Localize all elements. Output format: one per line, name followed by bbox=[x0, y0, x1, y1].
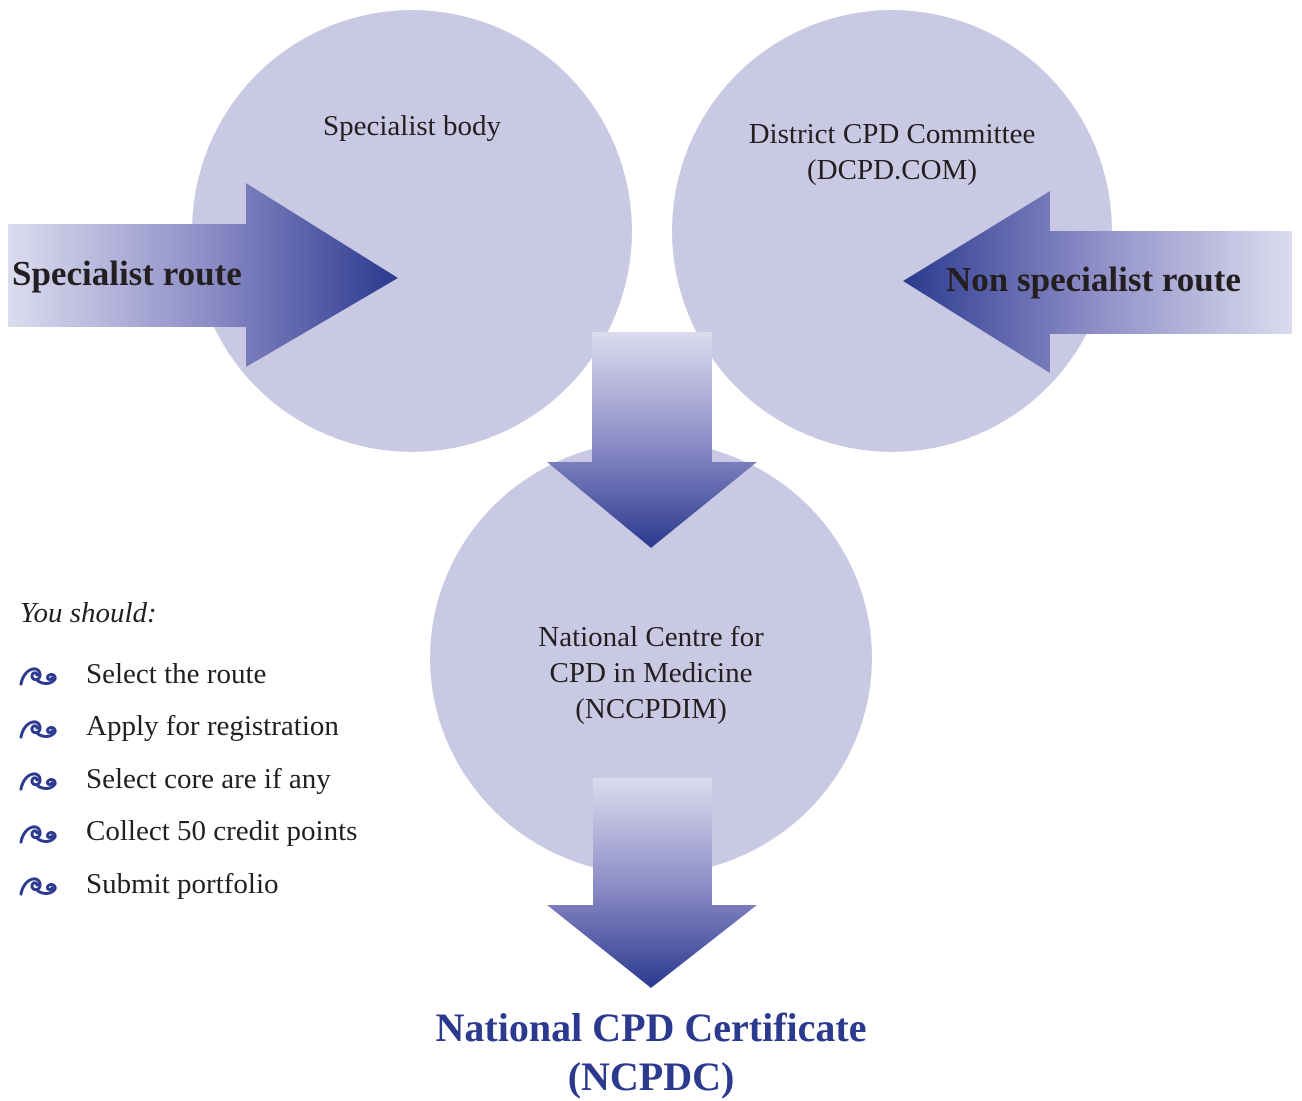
certificate-line-1: National CPD Certificate bbox=[435, 1005, 867, 1050]
specialist-route-arrow bbox=[8, 183, 398, 367]
non-specialist-route-label: Non specialist route bbox=[946, 260, 1241, 299]
checklist-heading: You should: bbox=[20, 597, 157, 629]
checklist: Select the route Apply for registration … bbox=[18, 648, 357, 911]
national-centre-circle bbox=[430, 441, 872, 875]
national-centre-label: National Centre for CPD in Medicine (NCC… bbox=[484, 619, 818, 727]
district-committee-line-1: District CPD Committee bbox=[748, 118, 1036, 150]
list-item: Submit portfolio bbox=[18, 858, 357, 911]
swirl-bullet-icon bbox=[19, 720, 57, 739]
specialist-body-circle bbox=[192, 10, 632, 452]
national-centre-line-2: CPD in Medicine bbox=[549, 657, 753, 689]
specialist-body-label: Specialist body bbox=[237, 108, 587, 144]
district-committee-line-2: (DCPD.COM) bbox=[807, 154, 977, 186]
swirl-bullet-icon bbox=[19, 772, 57, 791]
non-specialist-route-arrow bbox=[903, 191, 1292, 373]
checklist-item-text: Select core are if any bbox=[86, 762, 331, 795]
swirl-bullet-icon bbox=[19, 825, 57, 844]
checklist-item-text: Apply for registration bbox=[86, 710, 339, 743]
checklist-item-text: Collect 50 credit points bbox=[86, 815, 358, 848]
swirl-bullet-icon bbox=[19, 877, 57, 896]
national-centre-line-3: (NCCPDIM) bbox=[575, 693, 727, 725]
swirl-bullet-icon bbox=[19, 667, 57, 686]
checklist-item-text: Submit portfolio bbox=[86, 867, 279, 900]
list-item: Collect 50 credit points bbox=[18, 806, 357, 859]
district-committee-label: District CPD Committee (DCPD.COM) bbox=[717, 116, 1067, 188]
arrow-to-certificate bbox=[547, 778, 757, 988]
arrow-to-national-centre bbox=[547, 332, 757, 548]
list-item: Apply for registration bbox=[18, 701, 357, 754]
checklist-item-text: Select the route bbox=[86, 657, 267, 690]
certificate-label: National CPD Certificate (NCPDC) bbox=[376, 1003, 926, 1101]
specialist-route-label: Specialist route bbox=[12, 254, 242, 293]
specialist-body-line-1: Specialist body bbox=[322, 110, 501, 142]
national-centre-line-1: National Centre for bbox=[538, 621, 764, 653]
list-item: Select the route bbox=[18, 648, 357, 701]
certificate-line-2: (NCPDC) bbox=[567, 1054, 735, 1099]
list-item: Select core are if any bbox=[18, 753, 357, 806]
